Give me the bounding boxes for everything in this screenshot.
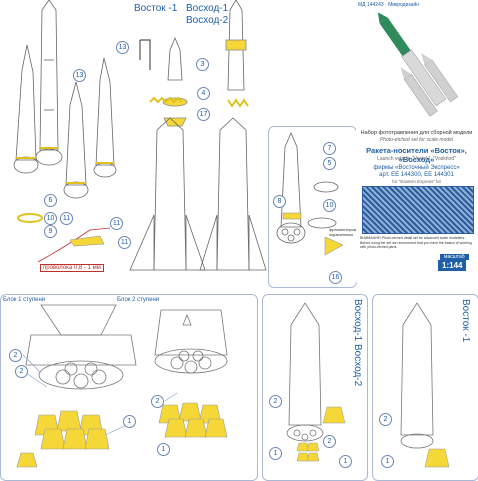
maker: фирмы «Восточный Экспресс» [373,165,460,171]
callout-3b: 3 [196,58,209,71]
callout-11: 11 [60,212,73,225]
block2-label: Блок 2 ступени [117,297,160,303]
product-title-en: Launch vehicle "Vostok", "Voskhod" [377,156,456,162]
triangle-note: фрагментировать окрашенным [329,227,363,237]
panel3-title: Восход-1 Восход-2 [352,299,363,387]
callout-11c: 11 [118,236,131,249]
info-line2: Photo-etched set for scale model [379,137,454,143]
block1-label: Блок 1 ступени [3,297,46,303]
callout-13: 13 [73,69,86,82]
callout-6: 6 [44,194,57,207]
voskhod-callout-1b: 1 [339,455,352,468]
callout-9: 9 [44,225,57,238]
article-en: for "Eastern Express" kit [392,179,441,184]
article: арт. ЕЕ 144300, ЕЕ 144301 [379,172,454,178]
info-line1: Набор фототравления для сборной модели [360,130,473,136]
title-vostok: Восток -1 [134,3,178,14]
callout-11b: 11 [110,217,123,230]
panel-voskhod: Восход-1 Восход-2 2 2 1 1 [262,294,368,481]
callout-7: 7 [323,142,336,155]
callout-8: 8 [273,195,286,208]
block1-callout-1: 1 [123,415,136,428]
callout-3: 13 [116,41,129,54]
scale-value: 1:144 [438,260,467,271]
panel4-title: Восток -1 [460,299,471,343]
panel-voskhod-detail: 7 5 8 10 16 фрагментировать окрашенным [268,126,363,288]
block1-callout-2a: 2 [9,349,22,362]
product-rocket-image [377,12,459,117]
block2-callout-2: 2 [151,395,164,408]
photo-etch-fret [362,186,474,234]
callout-16: 16 [329,271,342,284]
warning-text: ВНИМАНИЕ! Photo-etched detail set for ad… [360,236,472,249]
block1-callout-2b: 2 [15,365,28,378]
info-panel: МД 144243 · Микродизайн Набор фототравле… [356,0,477,286]
brand-label: МД 144243 · Микродизайн [358,2,420,8]
vostok-callout-1: 1 [381,455,394,468]
voskhod-callout-2b: 2 [323,435,336,448]
title-voskhod1: Восход-1 [186,3,229,14]
callout-10: 10 [44,212,57,225]
callout-5: 5 [323,157,336,170]
panel-stage-blocks: Блок 1 ступени Блок 2 ступени [0,294,258,481]
product-title: Ракета-носители «Восток», «Восход» [366,146,467,164]
wire-label: проволока 0,8 - 1 мм [40,264,104,272]
title-voskhod2: Восход-2 [186,15,229,26]
callout-4: 4 [197,87,210,100]
vostok-callout-2: 2 [379,413,392,426]
voskhod-callout-1a: 1 [269,447,282,460]
callout-10-panel: 10 [323,199,336,212]
panel-vostok: Восток -1 2 1 [372,294,478,481]
block2-callout-1: 1 [157,443,170,456]
voskhod-callout-2a: 2 [269,395,282,408]
callout-17: 17 [197,108,210,121]
scale-label: масштаб [440,254,469,260]
